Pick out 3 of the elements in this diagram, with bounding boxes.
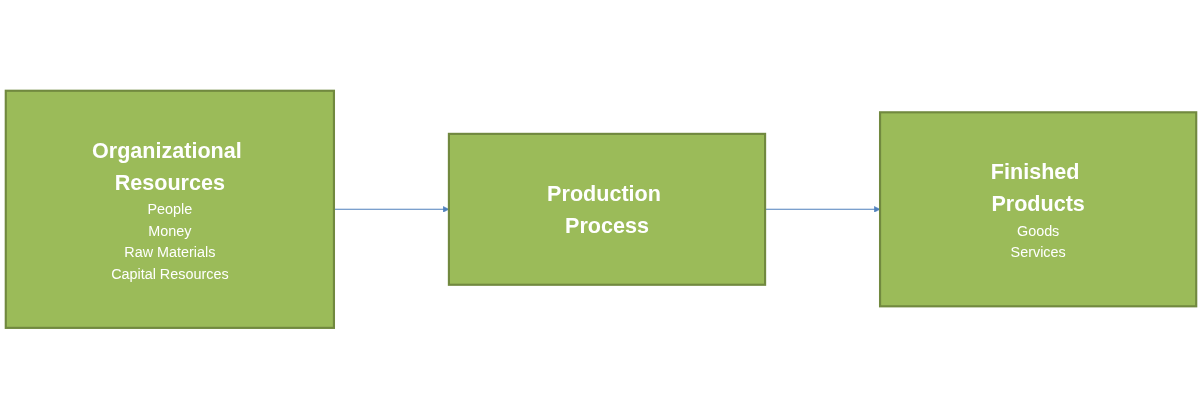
node-box: Production Process (447, 132, 767, 287)
node-box: Organizational Resources People Money Raw Materials Capital Resources (4, 89, 335, 330)
node-box: Finished Products Goods Services (878, 111, 1198, 308)
